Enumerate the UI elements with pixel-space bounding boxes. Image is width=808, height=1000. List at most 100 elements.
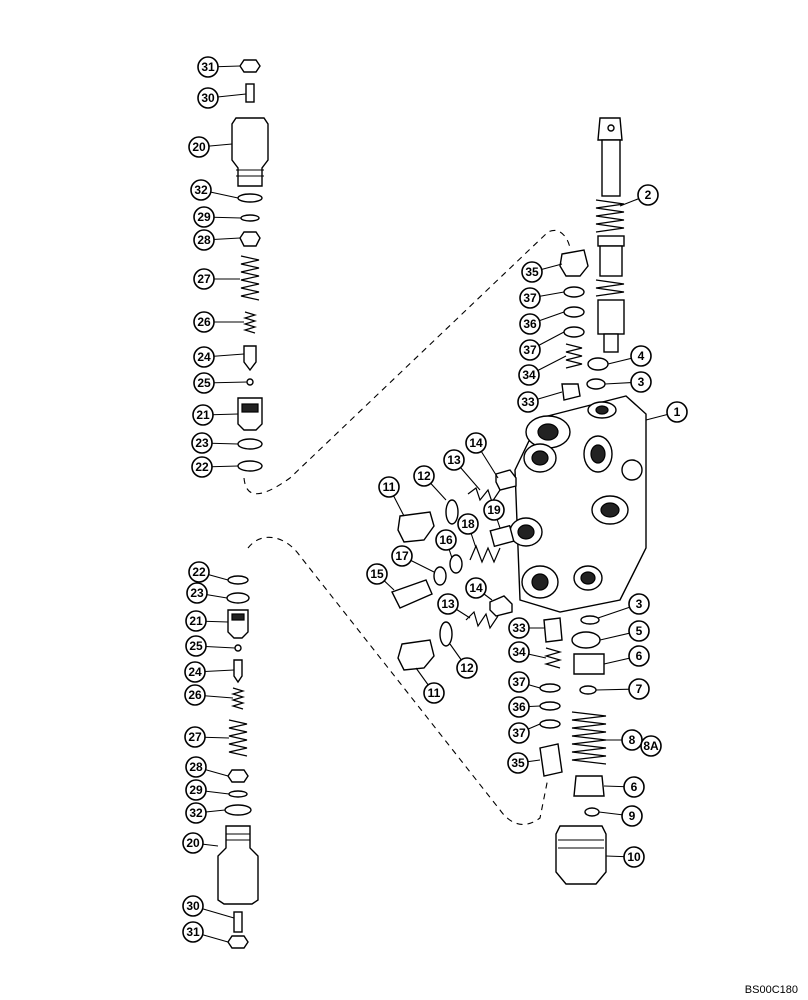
callout-number: 26 bbox=[188, 688, 202, 702]
callout-number: 35 bbox=[511, 756, 525, 770]
callout-10: 10 bbox=[605, 846, 645, 868]
relief-valve-top bbox=[231, 59, 269, 472]
callout-number: 13 bbox=[441, 597, 455, 611]
callout-number: 34 bbox=[512, 645, 526, 659]
callout-26: 26 bbox=[184, 684, 234, 706]
callout-number: 12 bbox=[460, 661, 474, 675]
screw-30-bottom bbox=[233, 911, 243, 933]
callout-bubble bbox=[508, 641, 530, 663]
callout-number: 36 bbox=[523, 317, 537, 331]
callout-23: 23 bbox=[186, 582, 228, 604]
callout-14: 14 bbox=[465, 577, 493, 601]
callout-bubble bbox=[437, 593, 459, 615]
callout-bubble bbox=[193, 268, 215, 290]
callout-bubble bbox=[518, 364, 540, 386]
callout-number: 33 bbox=[521, 395, 535, 409]
callout-bubble bbox=[193, 346, 215, 368]
callout-number: 6 bbox=[631, 780, 638, 794]
callout-bubble bbox=[628, 593, 650, 615]
callout-bubble bbox=[185, 610, 207, 632]
callout-7: 7 bbox=[595, 678, 650, 700]
callout-26: 26 bbox=[193, 311, 244, 333]
callout-number: 29 bbox=[197, 210, 211, 224]
callout-12: 12 bbox=[449, 643, 478, 679]
callout-number: 8A bbox=[643, 739, 659, 753]
callout-bubble bbox=[507, 752, 529, 774]
callout-number: 24 bbox=[188, 665, 202, 679]
callout-30: 30 bbox=[182, 895, 235, 919]
oring-29-bottom bbox=[228, 790, 248, 798]
nut-28-bottom bbox=[227, 769, 249, 783]
callout-bubble bbox=[517, 391, 539, 413]
callout-11: 11 bbox=[415, 667, 445, 704]
callout-20: 20 bbox=[182, 832, 219, 854]
oring-32-bottom bbox=[224, 804, 252, 816]
callout-bubble bbox=[465, 577, 487, 599]
callout-number: 28 bbox=[189, 760, 203, 774]
callout-bubble bbox=[623, 776, 645, 798]
callout-number: 32 bbox=[189, 806, 203, 820]
callout-24: 24 bbox=[193, 346, 245, 368]
callout-number: 19 bbox=[487, 503, 501, 517]
callout-bubble bbox=[508, 696, 530, 718]
poppet-24-top bbox=[243, 345, 257, 372]
callout-bubble bbox=[519, 287, 541, 309]
callout-24: 24 bbox=[184, 661, 235, 683]
callout-8: 8 bbox=[606, 729, 643, 751]
callout-16: 16 bbox=[435, 529, 457, 559]
callout-14: 14 bbox=[465, 432, 499, 479]
callout-number: 9 bbox=[629, 809, 636, 823]
callout-bubble bbox=[182, 921, 204, 943]
callout-bubble bbox=[378, 476, 400, 498]
spring-27-bottom bbox=[228, 719, 248, 757]
callout-bubble bbox=[191, 456, 213, 478]
callout-15: 15 bbox=[366, 563, 395, 591]
callout-bubble bbox=[666, 401, 688, 423]
callout-bubble bbox=[190, 179, 212, 201]
callout-bubble bbox=[423, 682, 445, 704]
callout-bubble bbox=[366, 563, 388, 585]
callout-12: 12 bbox=[413, 465, 447, 501]
callout-number: 37 bbox=[512, 675, 526, 689]
callout-22: 22 bbox=[191, 456, 239, 478]
callout-bubble bbox=[465, 432, 487, 454]
callout-34: 34 bbox=[508, 641, 547, 663]
callout-bubble bbox=[182, 895, 204, 917]
right-parts-upper bbox=[559, 249, 609, 401]
callout-number: 12 bbox=[417, 469, 431, 483]
callout-number: 14 bbox=[469, 436, 483, 450]
callout-9: 9 bbox=[598, 805, 643, 827]
callout-number: 32 bbox=[194, 183, 208, 197]
oring-22-top bbox=[237, 460, 263, 472]
callout-1: 1 bbox=[645, 401, 688, 423]
callout-number: 6 bbox=[636, 649, 643, 663]
callout-bubble bbox=[186, 582, 208, 604]
callout-29: 29 bbox=[185, 779, 230, 801]
callout-bubble bbox=[457, 513, 479, 535]
spring-26-bottom bbox=[230, 687, 246, 710]
callout-28: 28 bbox=[193, 229, 241, 251]
callout-number: 34 bbox=[522, 368, 536, 382]
callout-bubble bbox=[628, 620, 650, 642]
callout-32: 32 bbox=[190, 179, 239, 201]
callout-number: 25 bbox=[189, 639, 203, 653]
callout-bubble bbox=[197, 87, 219, 109]
callout-number: 17 bbox=[395, 549, 409, 563]
callout-13: 13 bbox=[437, 593, 471, 619]
callout-6: 6 bbox=[603, 776, 645, 798]
callout-19: 19 bbox=[483, 499, 505, 529]
callout-13: 13 bbox=[443, 449, 481, 491]
callout-bubble bbox=[630, 345, 652, 367]
center-parts bbox=[391, 469, 517, 671]
callout-number: 31 bbox=[186, 925, 200, 939]
callout-bubble bbox=[637, 184, 659, 206]
callout-number: 22 bbox=[192, 565, 206, 579]
callout-bubble bbox=[519, 339, 541, 361]
callout-bubble bbox=[443, 449, 465, 471]
callout-37: 37 bbox=[508, 671, 541, 693]
callout-8A: 8A bbox=[640, 735, 662, 757]
callout-28: 28 bbox=[185, 756, 229, 778]
oring-22-bottom bbox=[227, 575, 249, 585]
callout-bubble bbox=[193, 311, 215, 333]
callout-number: 3 bbox=[638, 375, 645, 389]
